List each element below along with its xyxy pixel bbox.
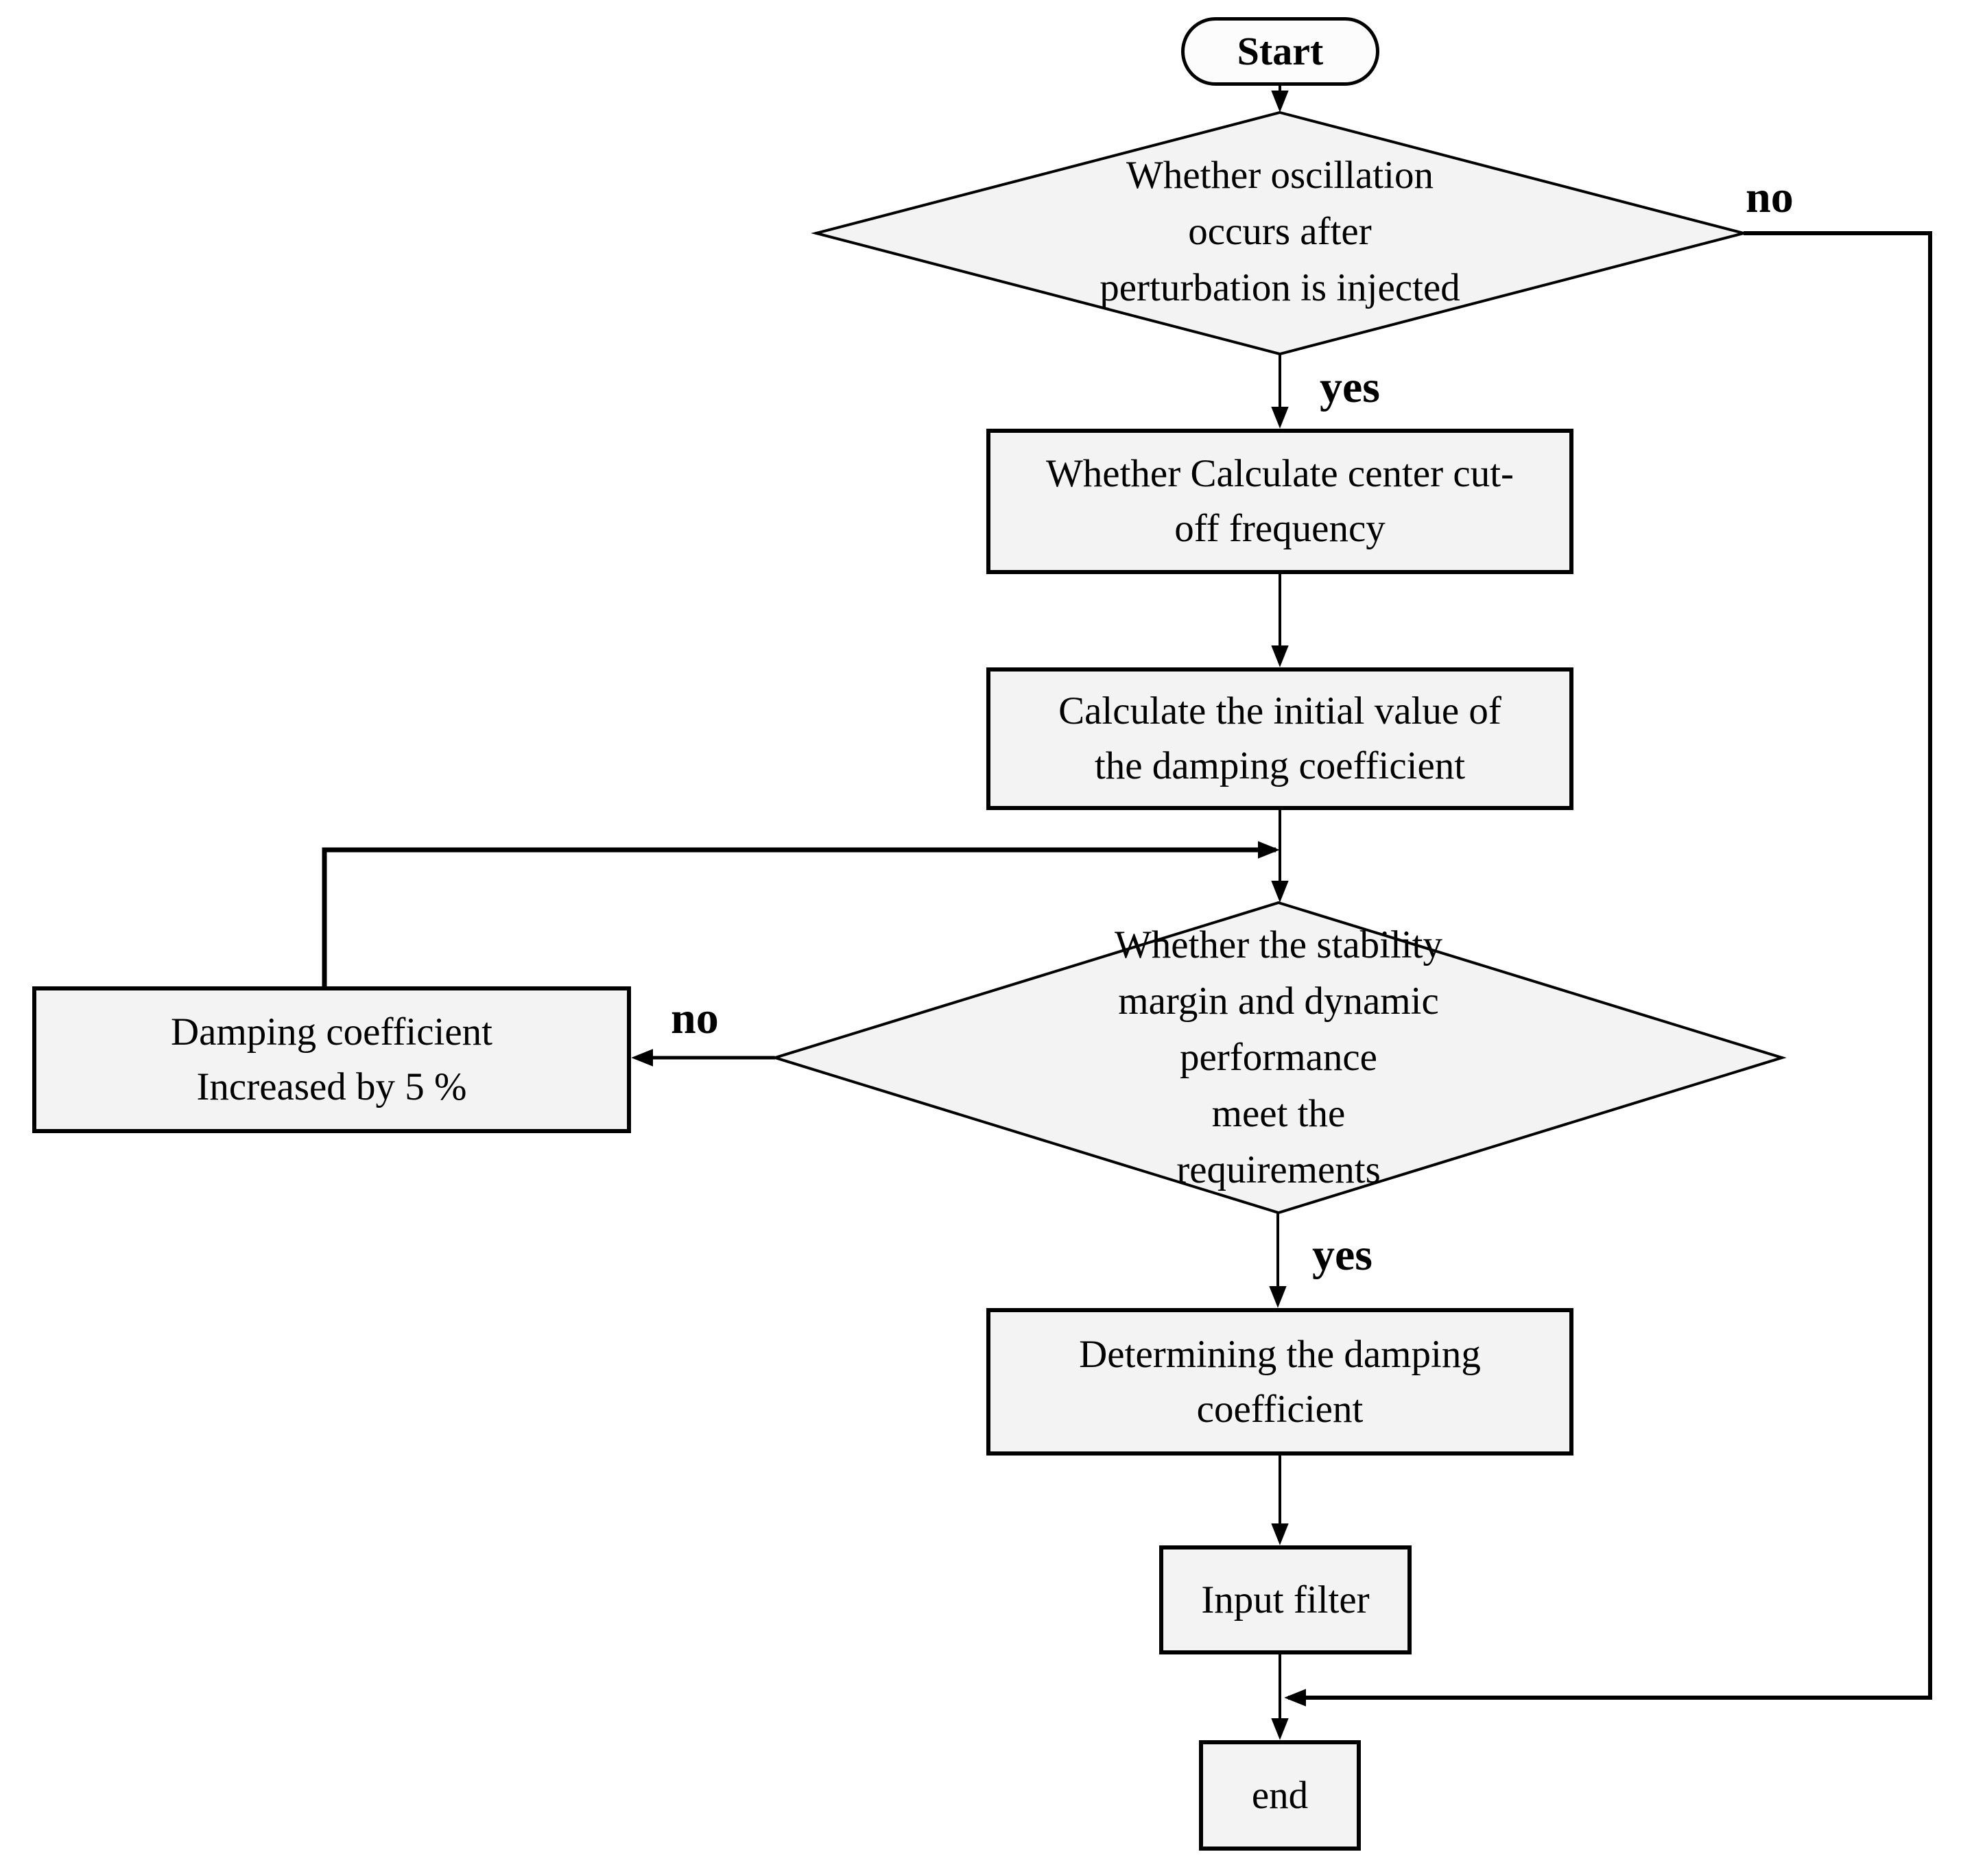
edge-decision1-no-loop xyxy=(1284,231,1932,1707)
text-line: Whether Calculate center cut- xyxy=(1045,452,1514,495)
edge-label-no-top: no xyxy=(1746,172,1794,222)
start-label: Start xyxy=(1237,29,1324,73)
process-center-cutoff: Whether Calculate center cut- off freque… xyxy=(986,429,1573,574)
text-line: Determining the damping xyxy=(1079,1332,1481,1376)
start-node: Start xyxy=(1181,17,1379,86)
text-line: Damping coefficient xyxy=(170,1010,493,1054)
process-initial-damping: Calculate the initial value of the dampi… xyxy=(986,667,1573,810)
text-line: the damping coefficient xyxy=(1094,744,1466,787)
process-determine-damping: Determining the damping coefficient xyxy=(986,1308,1573,1456)
edge-label-no-left: no xyxy=(671,993,719,1043)
process-increase-damping: Damping coefficient Increased by 5 % xyxy=(32,986,631,1133)
edge-increase-feedback-loop xyxy=(322,841,1280,986)
end-node: end xyxy=(1199,1740,1361,1851)
end-label: end xyxy=(1251,1773,1309,1817)
decision-stability-shape xyxy=(770,901,1787,1215)
edge-label-yes-bottom: yes xyxy=(1312,1230,1372,1280)
text-line: Input filter xyxy=(1201,1578,1370,1622)
process-input-filter: Input filter xyxy=(1159,1545,1412,1654)
decision-oscillation-shape xyxy=(811,110,1749,356)
text-line: Increased by 5 % xyxy=(196,1065,467,1108)
text-line: off frequency xyxy=(1174,507,1386,550)
text-line: coefficient xyxy=(1196,1387,1364,1431)
text-line: Calculate the initial value of xyxy=(1058,689,1501,733)
edge-label-yes-top: yes xyxy=(1320,362,1380,412)
